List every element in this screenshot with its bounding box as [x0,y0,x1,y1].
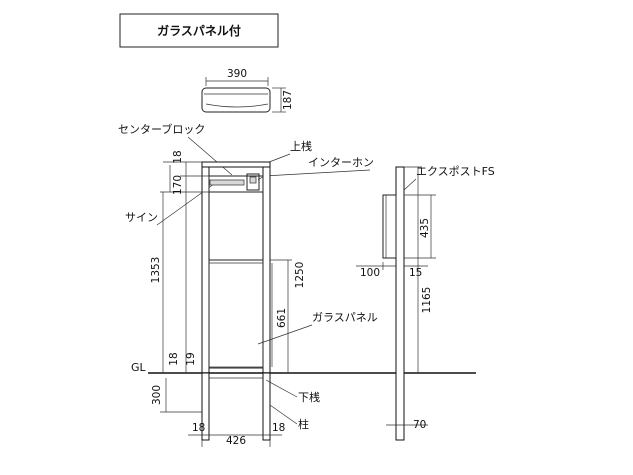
side-post [395,166,405,441]
label-upper-rail: 上桟 [290,139,312,153]
dim-top-width: 390 [227,68,247,80]
dim-top-depth: 187 [282,90,294,110]
dim-1353: 1353 [150,257,162,284]
title-box: ガラスパネル付 [119,13,279,48]
glass-panel [208,259,264,369]
label-sign: サイン [125,211,158,224]
title-text: ガラスパネル付 [157,23,241,38]
side-unit [382,194,397,259]
label-center-block: センターブロック [118,122,205,136]
dim-435: 435 [419,218,431,238]
dim-1250: 1250 [294,262,306,289]
label-lower-rail: 下桟 [298,390,320,404]
label-glass-panel: ガラスパネル [312,311,378,324]
dim-70: 70 [413,419,426,431]
intercom-box [246,173,260,191]
dim-19-gl: 19 [185,352,197,365]
dim-300: 300 [151,385,163,405]
top-view: 390 187 [201,68,294,113]
dim-1165: 1165 [421,287,433,314]
label-ground: GL [131,361,147,374]
dim-18-top: 18 [172,150,184,163]
label-intercom: インターホン [308,156,374,169]
dim-18-gl: 18 [168,352,180,365]
dim-15: 15 [409,267,422,279]
dim-18-bottom-left: 18 [192,422,205,434]
label-ex-post: エクスポストFS [416,165,495,178]
front-dimensions: 18 170 1353 1250 661 18 19 300 18 426 18 [150,150,306,447]
label-post: 柱 [298,417,309,431]
dim-661: 661 [276,308,288,328]
dim-170: 170 [172,175,184,195]
side-view: 435 100 15 1165 70 [356,166,436,441]
dim-18-bottom-right: 18 [272,422,285,434]
sign-plate [209,179,245,186]
dim-426: 426 [226,435,246,447]
front-view [148,161,476,441]
dim-100: 100 [360,267,380,279]
